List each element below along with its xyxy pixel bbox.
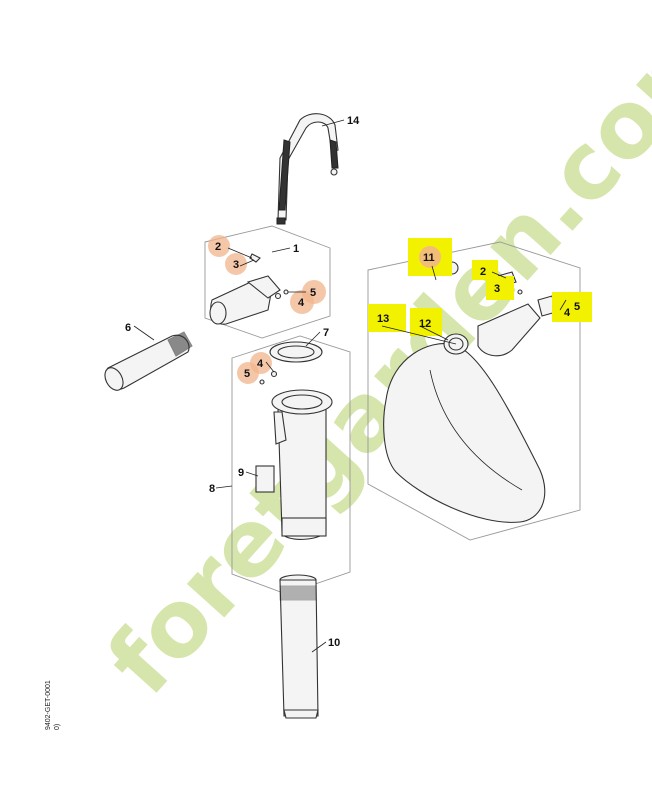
part-label-12: 12 (419, 318, 431, 330)
part-label-10: 10 (328, 637, 340, 649)
part-label-5: 5 (574, 301, 580, 313)
highlight-circle (419, 246, 441, 268)
part-label-4: 4 (564, 307, 571, 319)
housing-set-box (204, 225, 331, 339)
highlight-square (552, 292, 592, 322)
highlight-circle (290, 290, 314, 314)
part-label-8: 8 (209, 483, 215, 495)
part-label-3: 3 (233, 259, 239, 271)
part-label-6: 6 (125, 322, 131, 334)
highlight-circle (225, 253, 247, 275)
part-label-7: 7 (323, 327, 329, 339)
part-label-2: 2 (215, 241, 221, 253)
part-number-labels: 14 1 2 3 5 4 6 7 4 5 9 8 10 11 2 3 13 12… (125, 115, 580, 649)
highlight-circle (237, 362, 259, 384)
part-label-13: 13 (377, 313, 389, 325)
part-label-4: 4 (257, 358, 264, 370)
part-label-2: 2 (480, 266, 486, 278)
part-label-5: 5 (244, 368, 250, 380)
highlight-circle (208, 235, 230, 257)
part-label-14: 14 (347, 115, 360, 127)
part-label-1: 1 (293, 243, 299, 255)
part-label-3: 3 (494, 283, 500, 295)
part-label-4: 4 (298, 297, 305, 309)
highlight-square (410, 308, 442, 336)
part-label-11: 11 (423, 252, 435, 264)
highlight-square (486, 276, 514, 300)
nozzle-part (279, 574, 319, 719)
highlight-square (472, 260, 498, 280)
short-tube-part (104, 331, 193, 391)
vac-set-box (367, 241, 581, 541)
part-label-5: 5 (310, 287, 316, 299)
strap-part (276, 113, 339, 225)
tube-assembly-box (231, 335, 351, 595)
leader-lines (133, 119, 567, 653)
part-label-9: 9 (238, 467, 244, 479)
highlight-markers (208, 235, 592, 384)
